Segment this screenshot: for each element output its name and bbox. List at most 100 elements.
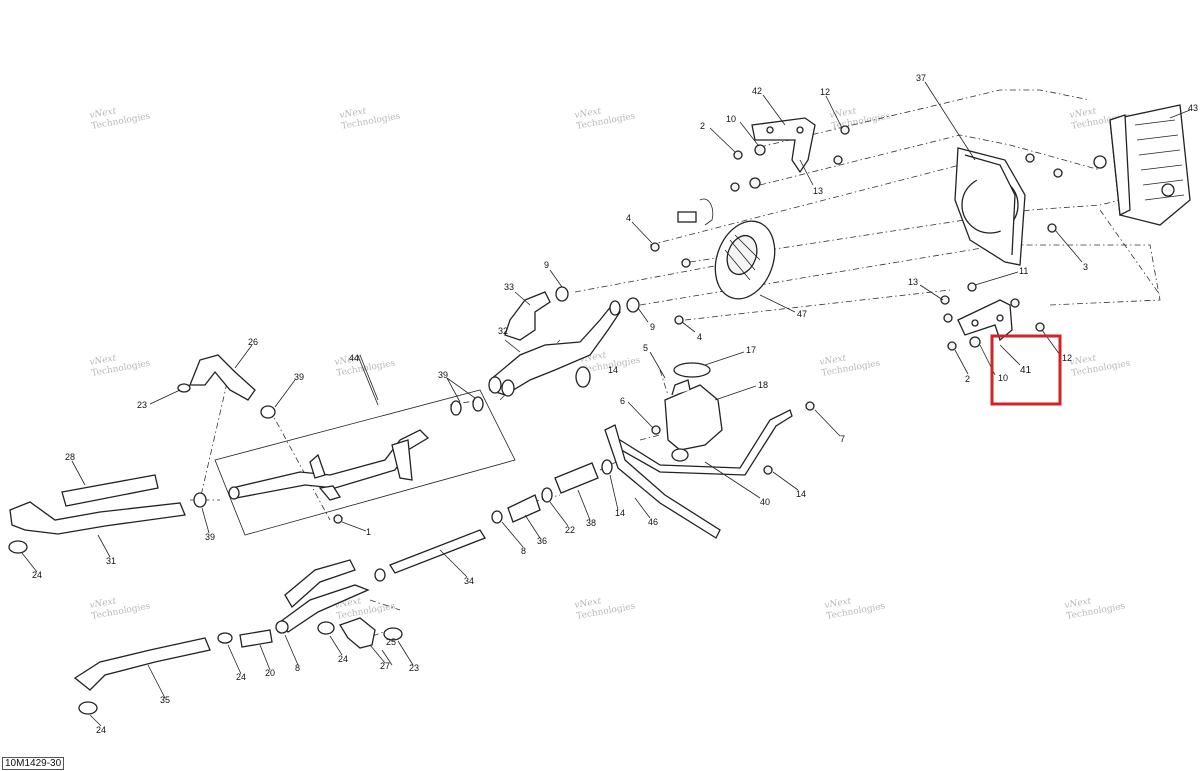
clamp-39-left <box>260 405 276 419</box>
hose-25-b <box>279 584 370 633</box>
figure-reference: 10M1429-30 <box>2 757 65 770</box>
y-hose-upper <box>488 286 640 397</box>
callout-14-lower: 14 <box>615 508 625 518</box>
bracket-lower <box>957 299 1013 342</box>
watermark-line1: vNext <box>334 353 363 368</box>
callout-2-lower: 2 <box>965 374 970 384</box>
clamp-39-mid <box>193 492 207 508</box>
watermark-line1: vNext <box>829 106 858 121</box>
callout-8-right: 8 <box>521 546 526 556</box>
callout-46: 46 <box>648 517 658 527</box>
watermark-line1: vNext <box>1069 106 1098 121</box>
pipe-assembly-44 <box>228 429 430 501</box>
callout-43: 43 <box>1188 103 1198 113</box>
callout-32: 32 <box>498 326 508 336</box>
clamp-8-right <box>491 510 503 524</box>
callout-39-right: 39 <box>438 370 448 380</box>
pipe-34 <box>389 529 486 574</box>
callout-6: 6 <box>620 396 625 406</box>
leader-lines <box>21 81 1191 727</box>
hose-38 <box>554 462 599 494</box>
clamp-39-a <box>450 400 462 416</box>
hose-28 <box>61 474 159 507</box>
callout-20: 20 <box>265 668 275 678</box>
callout-24-right: 24 <box>338 654 348 664</box>
clamp-24-lower <box>217 632 233 644</box>
callout-4-upper: 4 <box>626 213 631 223</box>
callout-39-left: 39 <box>294 372 304 382</box>
watermark-line1: vNext <box>89 106 118 121</box>
callout-4-lower: 4 <box>697 332 702 342</box>
coolant-reservoir <box>664 362 723 462</box>
clamp-24-left <box>8 540 28 554</box>
callout-35: 35 <box>160 695 170 705</box>
fasteners <box>333 125 1063 524</box>
callout-40: 40 <box>760 497 770 507</box>
hose-26 <box>189 354 256 401</box>
callout-18: 18 <box>758 380 768 390</box>
watermark-line1: vNext <box>1069 353 1098 368</box>
radiator <box>1093 104 1191 226</box>
clamp-23-lower <box>383 627 403 641</box>
callout-38: 38 <box>586 518 596 528</box>
watermark-line1: vNext <box>89 596 118 611</box>
callout-31: 31 <box>106 556 116 566</box>
callout-17: 17 <box>746 345 756 355</box>
callout-13-upper: 13 <box>813 186 823 196</box>
callout-10-upper: 10 <box>726 114 736 124</box>
callout-9-upper: 9 <box>544 260 549 270</box>
callout-25: 25 <box>386 637 396 647</box>
callout-42: 42 <box>752 86 762 96</box>
callout-26: 26 <box>248 337 258 347</box>
callout-24-left: 24 <box>32 570 42 580</box>
fitting-20 <box>239 629 273 648</box>
callout-27: 27 <box>380 661 390 671</box>
callout-3: 3 <box>1083 262 1088 272</box>
clamp-14-right <box>601 459 613 475</box>
clamp-39-b <box>472 396 484 412</box>
fan-shroud <box>954 147 1026 266</box>
clamp-small <box>374 568 386 582</box>
callout-14-upper: 14 <box>608 365 618 375</box>
hose-25 <box>284 559 356 609</box>
clamp-24-bottom <box>78 701 98 715</box>
hose-35 <box>73 637 211 691</box>
callout-44: 44 <box>349 353 359 363</box>
callout-5: 5 <box>643 343 648 353</box>
watermark-line1: vNext <box>574 106 603 121</box>
callout-28: 28 <box>65 452 75 462</box>
callout-2-upper: 2 <box>700 121 705 131</box>
watermark-line1: vNext <box>574 596 603 611</box>
callout-47: 47 <box>797 309 807 319</box>
callout-22: 22 <box>565 525 575 535</box>
elbow-27 <box>339 617 376 649</box>
callout-39-mid: 39 <box>205 532 215 542</box>
clamp-14-upper <box>575 366 591 388</box>
callout-33: 33 <box>504 282 514 292</box>
callout-14-right: 14 <box>796 489 806 499</box>
bracket-upper <box>751 117 816 174</box>
callout-24-mid: 24 <box>236 672 246 682</box>
callout-34: 34 <box>464 576 474 586</box>
part-41-highlight-box <box>990 334 1062 406</box>
hose-36 <box>507 494 541 523</box>
callout-41: 41 <box>1020 365 1032 376</box>
clamp-22 <box>541 487 553 503</box>
callout-8-left: 8 <box>295 663 300 673</box>
watermark-line1: vNext <box>819 353 848 368</box>
callout-23-lower: 23 <box>409 663 419 673</box>
callout-23-upper: 23 <box>137 400 147 410</box>
callout-labels: 2 10 42 12 13 37 43 4 9 33 3 11 13 12 41… <box>32 73 1198 735</box>
clamp-8-left <box>275 620 289 634</box>
callout-11: 11 <box>1019 266 1028 276</box>
callout-13-lower: 13 <box>908 277 918 287</box>
pipe-46 <box>604 424 721 539</box>
callout-37: 37 <box>916 73 926 83</box>
callout-10-lower: 10 <box>998 373 1008 383</box>
callout-9-lower: 9 <box>650 322 655 332</box>
watermark-line1: vNext <box>89 353 118 368</box>
callout-12-lower: 12 <box>1062 353 1072 363</box>
callout-36: 36 <box>537 536 547 546</box>
